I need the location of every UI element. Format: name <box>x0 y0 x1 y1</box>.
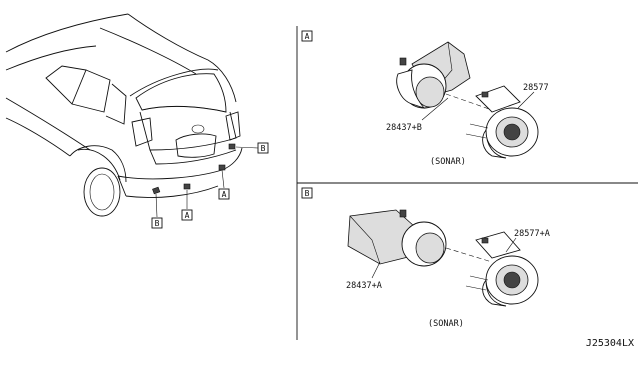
callout-b-upper[interactable]: B <box>257 142 269 154</box>
svg-text:A: A <box>185 211 190 220</box>
svg-text:A: A <box>305 32 310 41</box>
panel-a: A 28437+B 28577 (SONAR) <box>301 30 549 167</box>
svg-text:A: A <box>222 190 227 199</box>
part-number-28437-b[interactable]: 28437+B <box>386 123 422 133</box>
svg-text:B: B <box>155 219 160 228</box>
sonar-caption-b: (SONAR) <box>428 319 464 329</box>
sensor-ring-a[interactable] <box>465 85 539 159</box>
callout-a-lower[interactable]: A <box>181 209 193 221</box>
vehicle-rear-illustration <box>5 13 243 217</box>
sensor-bracket-b[interactable] <box>347 209 447 267</box>
panel-b-tag[interactable]: B <box>301 187 313 199</box>
part-number-28577-a[interactable]: 28577+A <box>514 229 550 239</box>
sensor-locations <box>152 143 259 218</box>
svg-text:B: B <box>305 189 310 198</box>
part-number-28577[interactable]: 28577 <box>523 83 549 93</box>
sensor-bracket-a[interactable] <box>396 41 471 109</box>
svg-text:B: B <box>261 144 266 153</box>
panel-b: B 28437+A 28577+A (SONAR) <box>301 187 550 329</box>
diagram-code: J25304LX <box>586 338 634 349</box>
sensor-ring-b[interactable] <box>465 231 539 307</box>
sonar-caption-a: (SONAR) <box>430 157 466 167</box>
panel-a-tag[interactable]: A <box>301 30 313 42</box>
callout-a-upper[interactable]: A <box>218 188 230 200</box>
callout-b-lower[interactable]: B <box>151 217 163 229</box>
part-number-28437-a[interactable]: 28437+A <box>346 281 382 291</box>
